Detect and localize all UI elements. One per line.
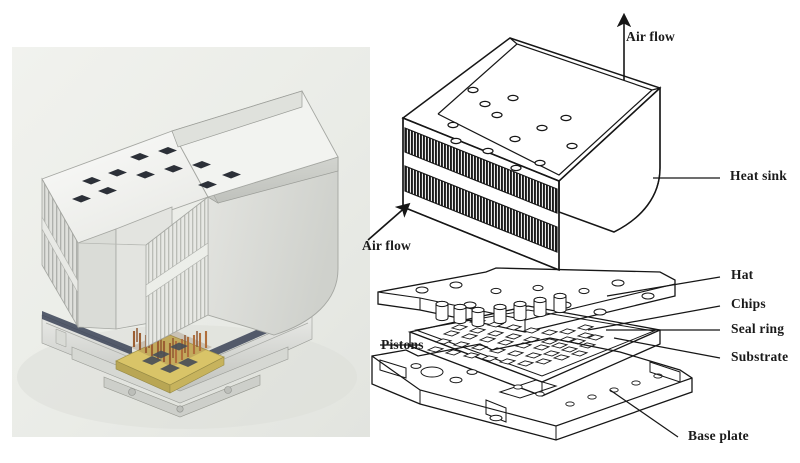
module-photograph	[12, 47, 370, 437]
leader-chips	[587, 305, 721, 331]
label-air-flow-left: Air flow	[362, 238, 411, 253]
exploded-diagram-render	[367, 12, 721, 441]
label-substrate: Substrate	[731, 349, 789, 364]
label-seal-ring: Seal ring	[731, 321, 785, 336]
piston-cylinders	[435, 292, 567, 328]
label-air-flow-top: Air flow	[626, 29, 675, 44]
substrate-assembly	[407, 292, 663, 397]
heat-sink-body	[401, 37, 662, 272]
callout-leader-lines	[380, 177, 721, 438]
photo-heat-sink	[41, 90, 339, 348]
air-flow-arrow-left	[367, 202, 411, 241]
photograph-render	[12, 47, 370, 437]
label-hat: Hat	[731, 267, 754, 282]
leader-hat	[606, 276, 721, 297]
exploded-diagram	[360, 0, 800, 463]
chip-grid-array	[426, 318, 605, 367]
photo-substrate-with-pistons	[115, 328, 225, 394]
label-pistons: Pistons	[381, 337, 424, 352]
label-chips: Chips	[731, 296, 766, 311]
base-plate-edge-holes	[513, 373, 663, 407]
leader-base-plate	[609, 389, 679, 438]
photo-heat-sink-top-holes	[72, 147, 241, 203]
heat-sink-top-holes	[447, 86, 578, 172]
base-plate	[371, 337, 693, 441]
leader-substrate	[613, 337, 721, 359]
label-base-plate: Base plate	[688, 428, 749, 443]
label-heat-sink: Heat sink	[730, 168, 787, 183]
